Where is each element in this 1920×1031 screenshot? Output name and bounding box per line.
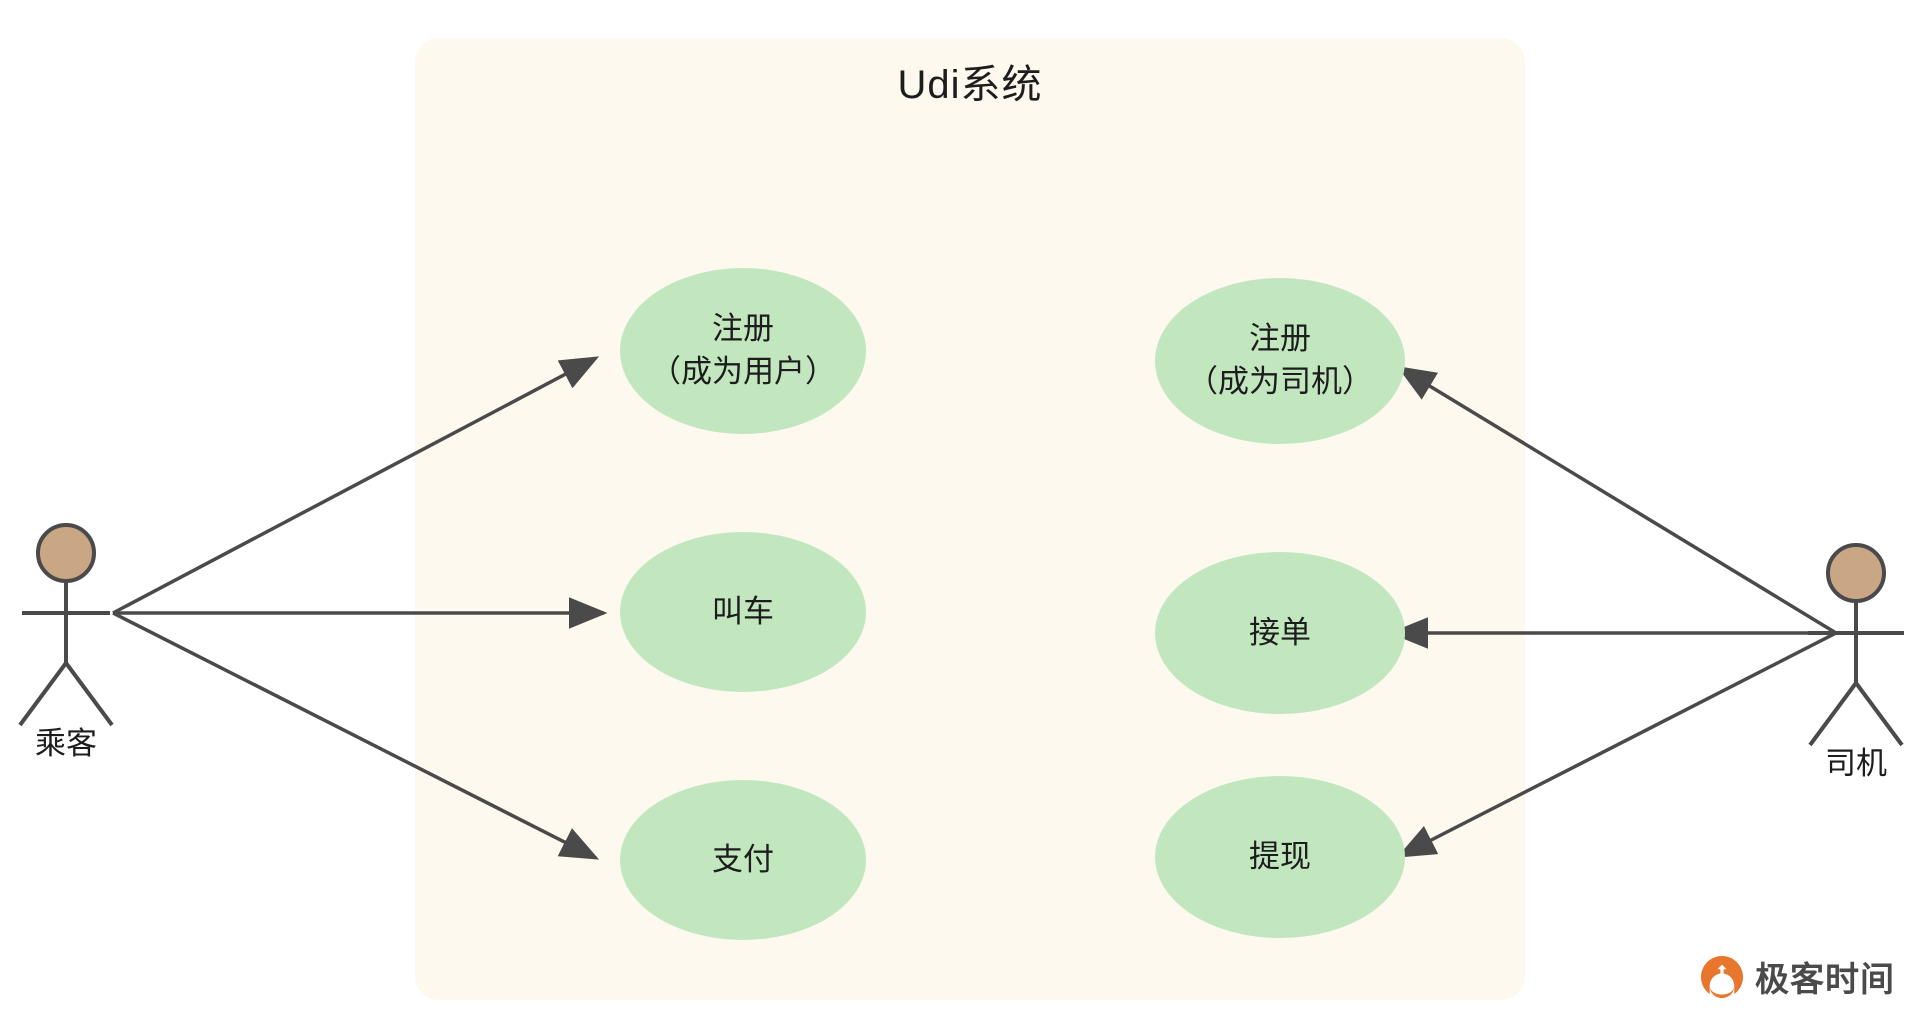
association-passenger-pay[interactable] <box>112 611 600 860</box>
usecase-label-line-2: （成为用户） <box>650 354 836 389</box>
usecase-call-ride[interactable]: 叫车 <box>620 532 866 692</box>
system-title: Udi系统 <box>897 63 1043 107</box>
usecase-withdraw[interactable]: 提现 <box>1155 776 1405 938</box>
brand-name: 极客时间 <box>1755 961 1895 999</box>
usecase-pay[interactable]: 支付 <box>620 780 866 940</box>
actor-right-leg-line <box>64 661 114 727</box>
usecase-label-line-1: 支付 <box>712 841 774 877</box>
actor-label-driver: 司机 <box>1825 746 1887 781</box>
actor-left-leg-line <box>18 661 68 727</box>
actor-left-leg-line <box>1808 681 1858 747</box>
association-driver-register-driver[interactable] <box>1397 366 1837 635</box>
association-driver-withdraw[interactable] <box>1396 631 1837 858</box>
usecase-label-line-1: 注册 <box>1249 321 1311 357</box>
usecase-label-line-1: 接单 <box>1249 614 1311 650</box>
actor-passenger[interactable] <box>18 523 114 727</box>
usecase-accept-order[interactable]: 接单 <box>1155 552 1405 714</box>
geektime-logo-icon <box>1701 955 1743 998</box>
actor-head-icon <box>1826 543 1886 603</box>
usecase-label-line-2: （成为司机） <box>1187 364 1373 399</box>
usecase-register-user[interactable]: 注册 （成为用户） <box>620 268 866 434</box>
association-passenger-register-user[interactable] <box>112 356 600 615</box>
usecase-label-line-1: 叫车 <box>712 593 774 629</box>
actor-driver[interactable] <box>1808 543 1904 747</box>
actor-head-icon <box>36 523 96 583</box>
usecase-label-line-1: 注册 <box>712 311 774 347</box>
usecase-register-driver[interactable]: 注册 （成为司机） <box>1155 278 1405 444</box>
brand-logo: 极客时间 <box>1700 952 1895 1001</box>
actor-label-passenger: 乘客 <box>35 726 97 761</box>
actor-right-leg-line <box>1854 681 1904 747</box>
usecase-label-line-1: 提现 <box>1249 838 1311 874</box>
